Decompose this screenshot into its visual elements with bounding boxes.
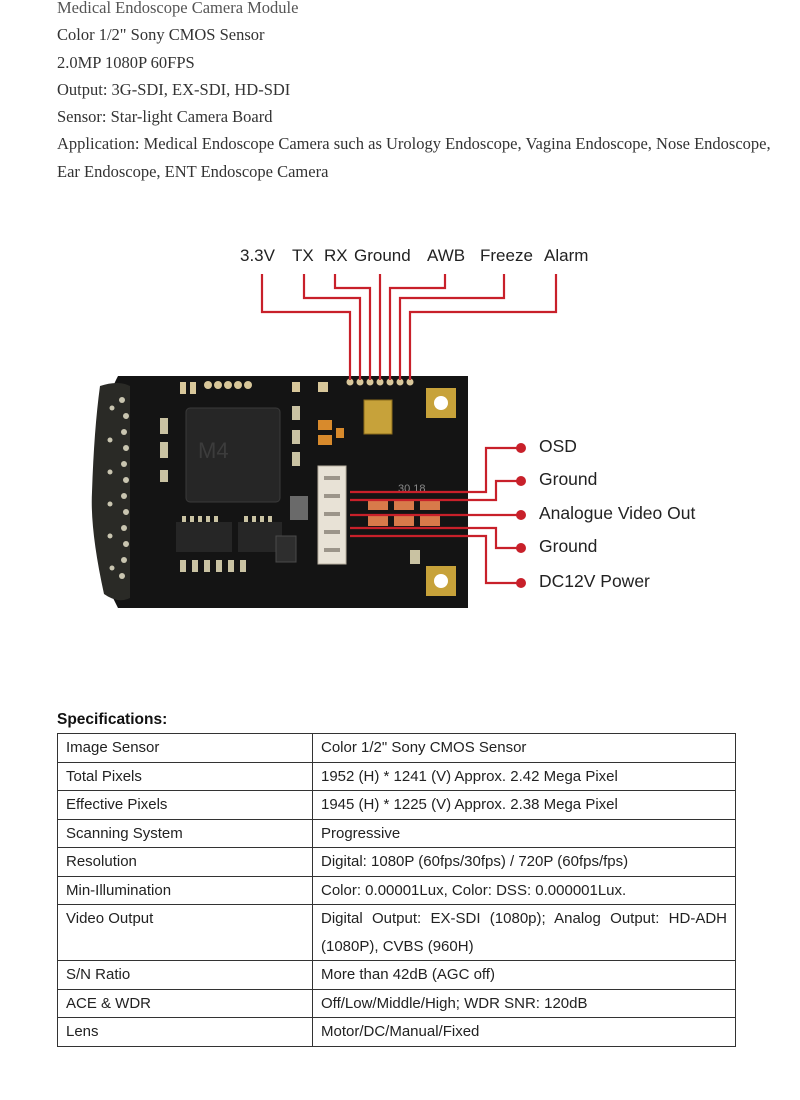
- tantalum-caps: [318, 420, 344, 445]
- intro-line-sensor: Color 1/2" Sony CMOS Sensor: [57, 25, 265, 45]
- intro-application: Application: Medical Endoscope Camera su…: [57, 134, 771, 181]
- ic-pins: [182, 516, 272, 522]
- lower-ic-right: [238, 522, 282, 552]
- table-row: Resolution Digital: 1080P (60fps/30fps) …: [57, 847, 736, 877]
- pin-label-side-ground-2: Ground: [539, 536, 598, 556]
- table-row: Lens Motor/DC/Manual/Fixed: [57, 1017, 736, 1047]
- top-wires: [260, 274, 558, 380]
- resistor-array: [368, 500, 440, 526]
- transistor: [275, 535, 297, 563]
- spec-label: Lens: [57, 1017, 313, 1047]
- mount-hole-bottom: [434, 574, 448, 588]
- table-row: S/N Ratio More than 42dB (AGC off): [57, 960, 736, 990]
- board-marking: 30 18: [398, 483, 426, 495]
- side-connector-pins: [324, 476, 340, 552]
- spec-label: ACE & WDR: [57, 988, 313, 1018]
- specifications-table: Image Sensor Color 1/2" Sony CMOS Sensor…: [57, 733, 736, 1047]
- passive-components: [160, 406, 420, 572]
- intro-line-resolution: 2.0MP 1080P 60FPS: [57, 52, 195, 72]
- specifications-heading: Specifications:: [57, 711, 168, 728]
- intro-line-board: Sensor: Star-light Camera Board: [57, 107, 273, 127]
- spec-label: Resolution: [57, 847, 313, 877]
- table-row: Min-Illumination Color: 0.00001Lux, Colo…: [57, 875, 736, 905]
- spec-value: Progressive: [312, 818, 736, 848]
- pin-label-dc12v-power: DC12V Power: [539, 571, 650, 591]
- pin-label-side-ground-1: Ground: [539, 469, 598, 489]
- spec-label: Min-Illumination: [57, 875, 313, 905]
- spec-value: 1952 (H) * 1241 (V) Approx. 2.42 Mega Pi…: [312, 761, 736, 791]
- pin-label-rx: RX: [324, 246, 348, 265]
- intro-cut-line: Medical Endoscope Camera Module: [57, 0, 299, 17]
- table-row: Scanning System Progressive: [57, 818, 736, 848]
- crystal-oscillator: [363, 399, 393, 435]
- spec-value: More than 42dB (AGC off): [312, 960, 736, 990]
- table-row: Image Sensor Color 1/2" Sony CMOS Sensor: [57, 733, 736, 763]
- pin-label-3v3: 3.3V: [240, 246, 275, 265]
- spec-value: Color 1/2" Sony CMOS Sensor: [312, 733, 736, 763]
- pin-label-freeze: Freeze: [480, 246, 533, 265]
- spec-value: Motor/DC/Manual/Fixed: [312, 1017, 736, 1047]
- mount-hole-top: [434, 396, 448, 410]
- pinout-diagram: 3.3V TX RX Ground AWB Freeze Alarm M4: [0, 230, 800, 630]
- pin-label-ground: Ground: [354, 246, 411, 265]
- spec-label: Effective Pixels: [57, 790, 313, 820]
- side-wires: [350, 446, 518, 585]
- lens-holder: [91, 383, 130, 601]
- pin-label-osd: OSD: [539, 436, 577, 456]
- camera-board-illustration: M4: [91, 274, 558, 608]
- pin-label-awb: AWB: [427, 246, 466, 265]
- spec-label: Scanning System: [57, 818, 313, 848]
- processor-chip: [185, 407, 281, 503]
- table-row: Total Pixels 1952 (H) * 1241 (V) Approx.…: [57, 761, 736, 791]
- table-row: Effective Pixels 1945 (H) * 1225 (V) App…: [57, 790, 736, 820]
- table-row: Video Output Digital Output: EX-SDI (108…: [57, 904, 736, 961]
- table-row: ACE & WDR Off/Low/Middle/High; WDR SNR: …: [57, 988, 736, 1018]
- pin-label-analogue-video-out: Analogue Video Out: [539, 503, 696, 523]
- top-connector-pins: [346, 378, 414, 386]
- spec-value: 1945 (H) * 1225 (V) Approx. 2.38 Mega Pi…: [312, 790, 736, 820]
- lower-ic-left: [176, 522, 232, 552]
- spec-label: S/N Ratio: [57, 960, 313, 990]
- lens-thread-dots: [107, 397, 129, 579]
- spec-value: Digital: 1080P (60fps/30fps) / 720P (60f…: [312, 847, 736, 877]
- spec-value: Digital Output: EX-SDI (1080p); Analog O…: [312, 904, 736, 961]
- intro-text: Medical Endoscope Camera Module Color 1/…: [57, 0, 777, 185]
- spec-label: Image Sensor: [57, 733, 313, 763]
- small-module: [290, 496, 308, 520]
- side-wire-dots: [516, 443, 526, 588]
- top-pads: [180, 381, 328, 394]
- intro-line-output: Output: 3G-SDI, EX-SDI, HD-SDI: [57, 79, 291, 99]
- side-connector: [317, 465, 347, 565]
- pin-label-alarm: Alarm: [544, 246, 589, 265]
- spec-label: Total Pixels: [57, 761, 313, 791]
- pin-label-tx: TX: [292, 246, 314, 265]
- spec-value: Color: 0.00001Lux, Color: DSS: 0.000001L…: [312, 875, 736, 905]
- chip-marking: M4: [198, 438, 229, 463]
- spec-value: Off/Low/Middle/High; WDR SNR: 120dB: [312, 988, 736, 1018]
- spec-label: Video Output: [57, 904, 313, 961]
